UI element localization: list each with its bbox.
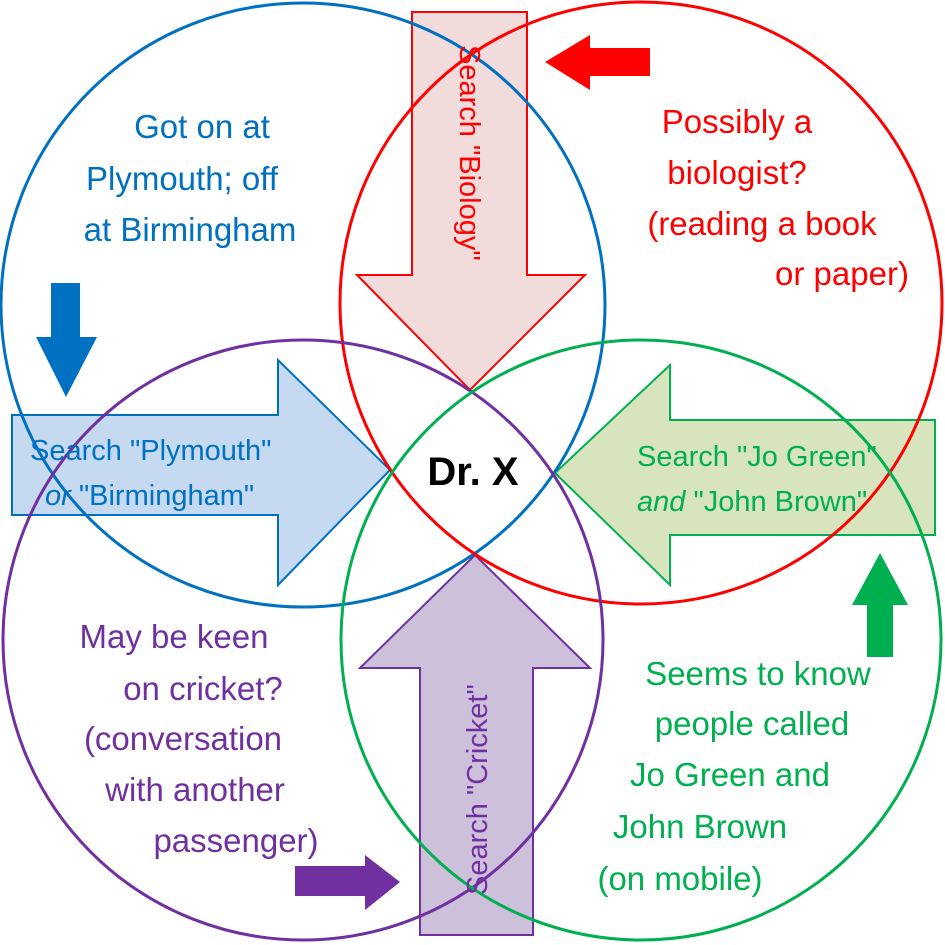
- green-note-line: people called: [655, 705, 850, 742]
- red-note-line: (reading a book: [647, 205, 877, 242]
- purple-note-line: on cricket?: [123, 670, 283, 707]
- red-circle: [338, 0, 944, 606]
- purple-note-line: passenger): [153, 822, 318, 859]
- blue-note-line: at Birmingham: [84, 211, 297, 248]
- red-left-arrow-icon: [545, 35, 650, 90]
- search-green-brown-arrow: [553, 362, 936, 588]
- center-label: Dr. X: [427, 450, 518, 494]
- red-note-line: biologist?: [667, 154, 806, 191]
- blue-note-line: Got on at: [134, 108, 270, 145]
- purple-circle: [1, 338, 605, 942]
- blue-circle: [0, 1, 607, 609]
- red-note-line: Possibly a: [662, 103, 813, 140]
- green-circle: [339, 338, 943, 942]
- green-up-arrow-icon: [852, 553, 908, 657]
- purple-note-line: with another: [104, 771, 285, 808]
- search-cricket-arrow: [357, 553, 593, 936]
- green-note-line: John Brown: [613, 808, 787, 845]
- blue-down-arrow-icon: [36, 283, 97, 397]
- green-note-line: Seems to know: [645, 655, 871, 692]
- purple-note-line: May be keen: [80, 618, 269, 655]
- green-note-line: Jo Green and: [630, 756, 830, 793]
- blue-note-line: Plymouth; off: [86, 160, 279, 197]
- purple-arrow-label: Search "Cricket": [462, 684, 494, 895]
- red-note-line: or paper): [775, 255, 909, 292]
- purple-right-arrow-icon: [295, 855, 400, 910]
- purple-note-line: (conversation: [84, 720, 282, 757]
- search-plymouth-arrow: [11, 357, 392, 588]
- blue-arrow-label-2: or "Birmingham": [45, 480, 254, 512]
- green-arrow-label: Search "Jo Green": [637, 441, 877, 473]
- green-arrow-label-2: and "John Brown": [637, 486, 867, 518]
- blue-arrow-label: Search "Plymouth": [30, 435, 271, 467]
- green-note-line: (on mobile): [597, 860, 762, 897]
- red-arrow-label: Search "Biology": [453, 45, 485, 261]
